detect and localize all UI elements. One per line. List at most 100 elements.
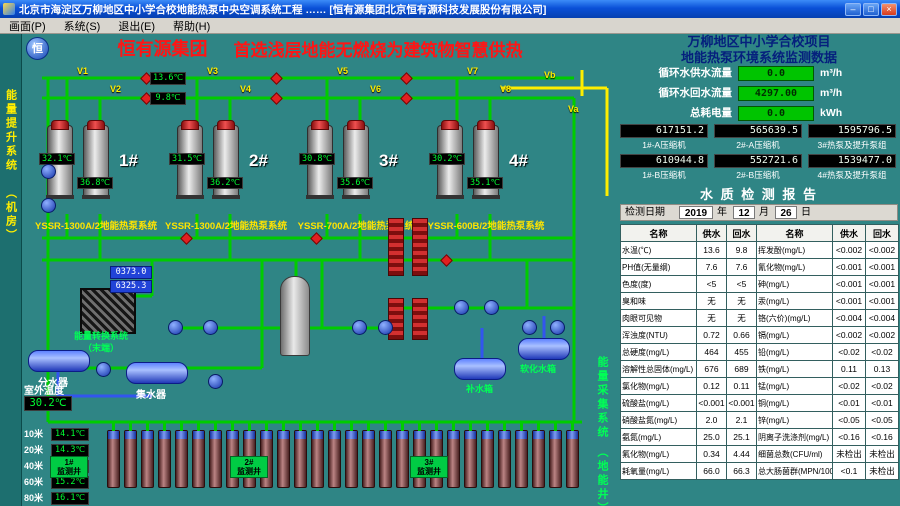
softened-water-tank[interactable] — [518, 338, 570, 360]
menu-item-help[interactable]: 帮助(H) — [173, 20, 211, 33]
pump-icon[interactable] — [378, 320, 393, 335]
param-name: 镉(mg/L) — [756, 326, 833, 344]
water-collector-tank[interactable] — [126, 362, 188, 384]
param-value: <0.16 — [832, 428, 866, 446]
pump-icon[interactable] — [203, 320, 218, 335]
param-value: 4.44 — [726, 445, 757, 463]
valve-label: V7 — [467, 66, 479, 76]
monitoring-well-icon — [328, 423, 341, 488]
heatpump-unit-3[interactable]: 30.8℃ 35.6℃ 3# — [297, 120, 415, 215]
energy-meter-display: 1539477.0 — [808, 154, 896, 168]
heat-exchanger-icon[interactable] — [412, 218, 428, 276]
unit-temp-display: 32.1℃ — [39, 153, 75, 165]
monitoring-well-icon — [107, 423, 120, 488]
close-button[interactable]: × — [881, 2, 897, 16]
pressure-tank-icon[interactable] — [280, 276, 310, 356]
monitoring-well-icon — [566, 423, 579, 488]
depth-label: 10米 — [24, 429, 44, 439]
col-header: 名称 — [620, 224, 697, 242]
param-value: <0.002 — [832, 326, 866, 344]
menu-item-system[interactable]: 系统(S) — [63, 20, 101, 33]
param-name: 耗氧量(mg/L) — [620, 462, 697, 480]
flow-unit: m³/h — [820, 87, 843, 99]
param-value: 未检出 — [865, 462, 899, 480]
param-value: <0.1 — [832, 462, 866, 480]
window-title: 北京市海淀区万柳地区中小学合校地能热泵中央空调系统工程 …… [恒有源集团北京恒… — [19, 3, 547, 16]
heatpump-unit-4[interactable]: 30.2℃ 35.1℃ 4# — [427, 120, 545, 215]
param-value: 2.0 — [696, 411, 727, 429]
pump-icon[interactable] — [41, 198, 56, 213]
param-value: 13.6 — [696, 241, 727, 259]
param-name: 阴离子洗涤剂(mg/L) — [756, 428, 833, 446]
param-value: <0.002 — [865, 241, 899, 259]
menu-item-screen[interactable]: 画面(P) — [9, 20, 46, 33]
param-name: 铜(mg/L) — [756, 394, 833, 412]
table-row: 肉眼可见物无无铬(六价)(mg/L)<0.004<0.004 — [620, 309, 899, 327]
param-name: 浑浊度(NTU) — [620, 326, 697, 344]
param-value: <0.002 — [832, 241, 866, 259]
param-value: 0.13 — [865, 360, 899, 378]
pump-icon[interactable] — [168, 320, 183, 335]
energy-meter-label: 4#热泵及提升泵组 — [817, 170, 887, 180]
param-value: <0.01 — [865, 394, 899, 412]
makeup-water-tank[interactable] — [454, 358, 506, 380]
unit-temp-display: 35.1℃ — [467, 177, 503, 189]
param-name: 铁(mg/L) — [756, 360, 833, 378]
energy-meter-label: 2#-A压缩机 — [736, 140, 780, 150]
outdoor-temp-label: 室外温度 — [24, 386, 64, 397]
param-name: PH值(无量纲) — [620, 258, 697, 276]
pump-icon[interactable] — [96, 362, 111, 377]
date-year-box[interactable]: 2019 — [679, 206, 713, 219]
pump-icon[interactable] — [454, 300, 469, 315]
param-value: 无 — [726, 292, 757, 310]
depth-label: 40米 — [24, 461, 44, 471]
heatpump-unit-1[interactable]: 32.1℃ 36.8℃ 1# — [37, 120, 155, 215]
flow-row: 总耗电量 0.0 kWh — [618, 106, 900, 122]
menu-item-exit[interactable]: 退出(E) — [118, 20, 156, 33]
monitoring-well-icon — [175, 423, 188, 488]
left-strip-label-1: 能量提升系统 — [4, 89, 17, 173]
heatpump-unit-2[interactable]: 31.5℃ 36.2℃ 2# — [167, 120, 285, 215]
unit-model-label: YSSR-700A/2地能热泵系统 — [297, 221, 415, 232]
pump-icon[interactable] — [484, 300, 499, 315]
param-value: 0.11 — [832, 360, 866, 378]
param-value: 无 — [696, 292, 727, 310]
heat-exchanger-icon[interactable] — [388, 218, 404, 276]
date-day-box[interactable]: 26 — [775, 206, 797, 219]
col-header: 名称 — [756, 224, 833, 242]
pump-icon[interactable] — [550, 320, 565, 335]
date-label: 检测日期 — [625, 207, 665, 218]
pump-icon[interactable] — [208, 374, 223, 389]
param-value: 9.8 — [726, 241, 757, 259]
date-month-box[interactable]: 12 — [733, 206, 755, 219]
param-name: 汞(mg/L) — [756, 292, 833, 310]
valve-label: V3 — [207, 66, 219, 76]
param-name: 总大肠菌群(MPN/100mL) — [756, 462, 833, 480]
minimize-button[interactable]: – — [845, 2, 861, 16]
date-year-suffix: 年 — [717, 207, 727, 218]
energy-meter-display: 1595796.5 — [808, 124, 896, 138]
banner-slogan: 首选浅层地能无燃烧为建筑物智慧供热 — [233, 40, 523, 60]
param-name: 臭和味 — [620, 292, 697, 310]
pump-icon[interactable] — [41, 164, 56, 179]
param-value: <0.001 — [696, 394, 727, 412]
param-value: <0.001 — [832, 275, 866, 293]
param-value: 无 — [726, 309, 757, 327]
maximize-button[interactable]: □ — [863, 2, 879, 16]
monitoring-well-icon — [158, 423, 171, 488]
unit-temp-display: 30.2℃ — [429, 153, 465, 165]
monitoring-well-icon — [515, 423, 528, 488]
energy-meter-label: 2#-B压缩机 — [736, 170, 780, 180]
param-value: 25.1 — [726, 428, 757, 446]
unit-temp-display: 35.6℃ — [337, 177, 373, 189]
pump-icon[interactable] — [352, 320, 367, 335]
plate-exchanger-icon[interactable] — [80, 288, 136, 334]
heat-exchanger-icon[interactable] — [412, 298, 428, 340]
heat-exchanger-icon[interactable] — [388, 298, 404, 340]
water-divider-tank[interactable] — [28, 350, 90, 372]
pump-icon[interactable] — [522, 320, 537, 335]
